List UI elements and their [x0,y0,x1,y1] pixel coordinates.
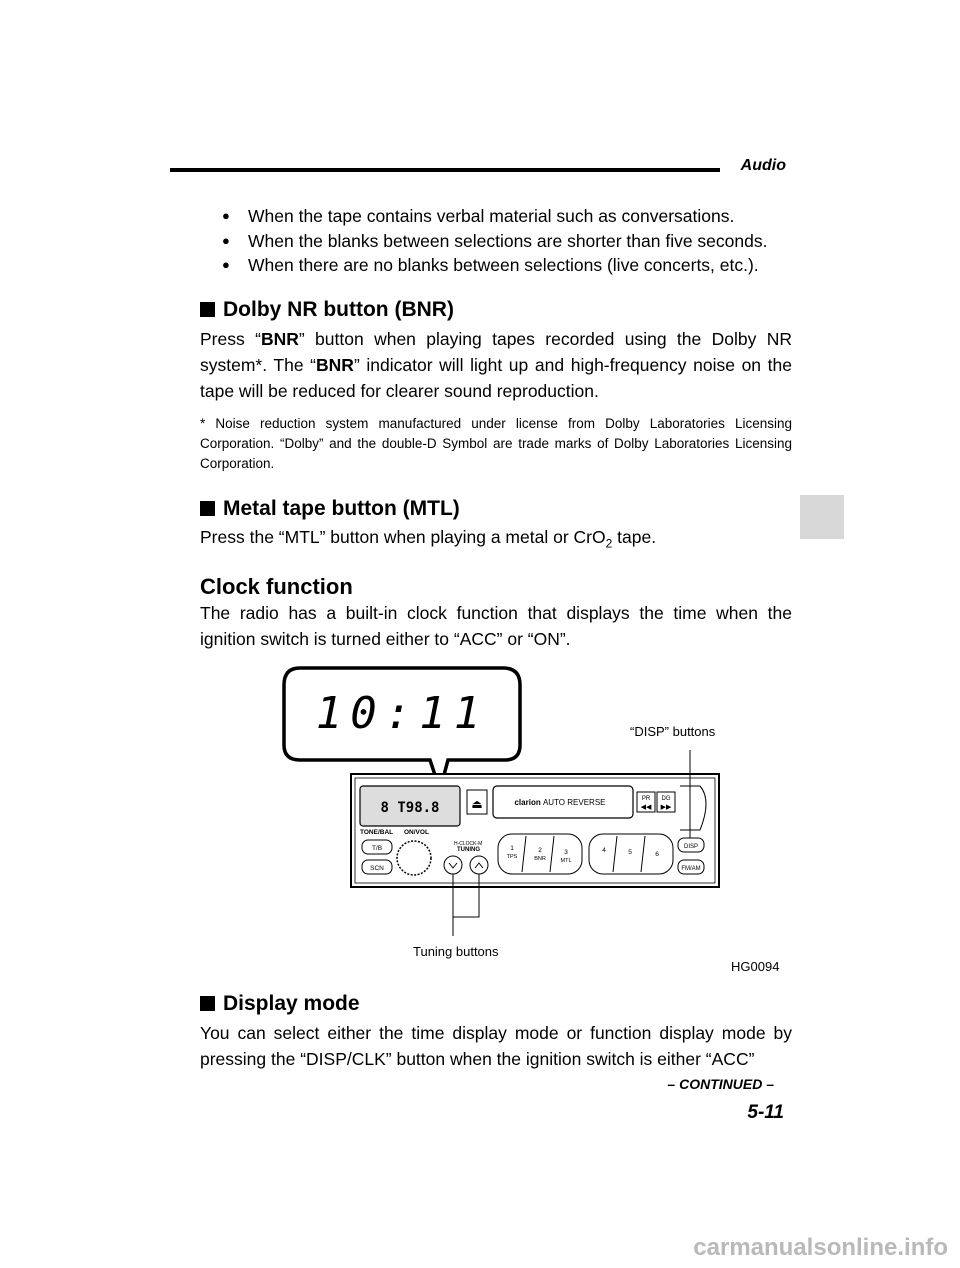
pr-button[interactable] [636,791,656,813]
chevron-down-icon [448,862,458,869]
svg-text:1[interactable]: 1 [510,845,514,852]
rewind-icon: ◀◀ [641,804,652,811]
svg-text:BNR: BNR [534,856,546,862]
svg-text:TUNING: TUNING [457,847,480,853]
svg-text:DISP: DISP [684,844,698,850]
volume-knob[interactable] [396,840,432,876]
svg-text:TPS: TPS [507,854,518,860]
svg-text:2[interactable]: 2 [538,847,542,854]
scn-button[interactable] [361,859,393,875]
preset-group-4-6 [588,833,674,875]
svg-text:8 T98.8: 8 T98.8 [380,800,439,816]
tuning-buttons-caption: Tuning buttons [413,944,499,959]
dolby-paragraph: Press “BNR” button when playing tapes re… [200,329,792,401]
bullet-list: When the tape contains verbal material s… [222,204,767,278]
preset-group-1-3 [497,833,583,875]
header-rule [170,168,720,172]
svg-text:clarion AUTO REVERSE: clarion AUTO REVERSE [514,798,605,807]
metal-paragraph: Press the “MTL” button when playing a me… [200,527,657,551]
watermark: carmanualsonline.info [693,1234,948,1261]
svg-text:DG: DG [662,796,671,802]
clock-display-text: 10:11 [316,688,488,739]
tuning-down-button[interactable] [443,855,463,875]
display-mode-paragraph: You can select either the time display m… [200,1023,792,1069]
svg-text:MTL: MTL [561,858,572,864]
figure-id: HG0094 [731,959,780,974]
svg-text:PR: PR [642,796,651,802]
tb-button[interactable] [361,839,393,855]
eject-button[interactable] [466,789,488,815]
tape-door [492,785,634,819]
svg-text:4[interactable]: 4 [602,847,606,854]
svg-text:T/B: T/B [372,845,382,852]
disp-buttons-caption: “DISP” buttons [630,724,716,739]
svg-text:ON/VOL: ON/VOL [404,829,429,836]
chapter-tab [800,495,844,539]
tuning-leader-line [452,874,480,918]
fast-forward-icon: ▶▶ [661,804,672,811]
heading-clock: Clock function [200,574,353,599]
heading-dolby: Dolby NR button (BNR) [200,298,454,322]
heading-display-mode: Display mode [200,992,360,1016]
svg-text:5[interactable]: 5 [628,849,632,856]
svg-text:TONE/BAL: TONE/BAL [360,829,393,836]
svg-text:FM/AM: FM/AM [681,866,700,872]
square-bullet-icon [200,302,215,317]
fmam-button[interactable] [677,859,705,875]
disp-button[interactable] [677,837,705,853]
continued-label: – CONTINUED – [667,1076,774,1092]
tuning-up-button[interactable] [469,855,489,875]
clock-paragraph: The radio has a built-in clock function … [200,603,792,649]
heading-metal: Metal tape button (MTL) [200,497,460,521]
list-item: When there are no blanks between selecti… [222,253,767,278]
chevron-up-icon [474,862,484,869]
list-item: When the tape contains verbal material s… [222,204,767,229]
square-bullet-icon [200,501,215,516]
svg-text:3[interactable]: 3 [564,849,568,856]
eject-icon: ⏏ [471,797,482,811]
svg-text:6[interactable]: 6 [655,851,659,858]
page-number: 5-11 [747,1102,784,1123]
dolby-footnote: * Noise reduction system manufactured un… [200,416,792,471]
svg-text:H-CLOCK-M: H-CLOCK-M [454,841,482,847]
list-item: When the blanks between selections are s… [222,229,767,254]
radio-figure: 10:11 8 T98.8 ⏏ clarion AUTO REVERSE PR … [282,666,720,936]
section-title: Audio [740,157,786,174]
svg-text:SCN: SCN [370,865,384,872]
dg-button[interactable] [656,791,676,813]
square-bullet-icon [200,996,215,1011]
lcd-window [359,785,461,827]
